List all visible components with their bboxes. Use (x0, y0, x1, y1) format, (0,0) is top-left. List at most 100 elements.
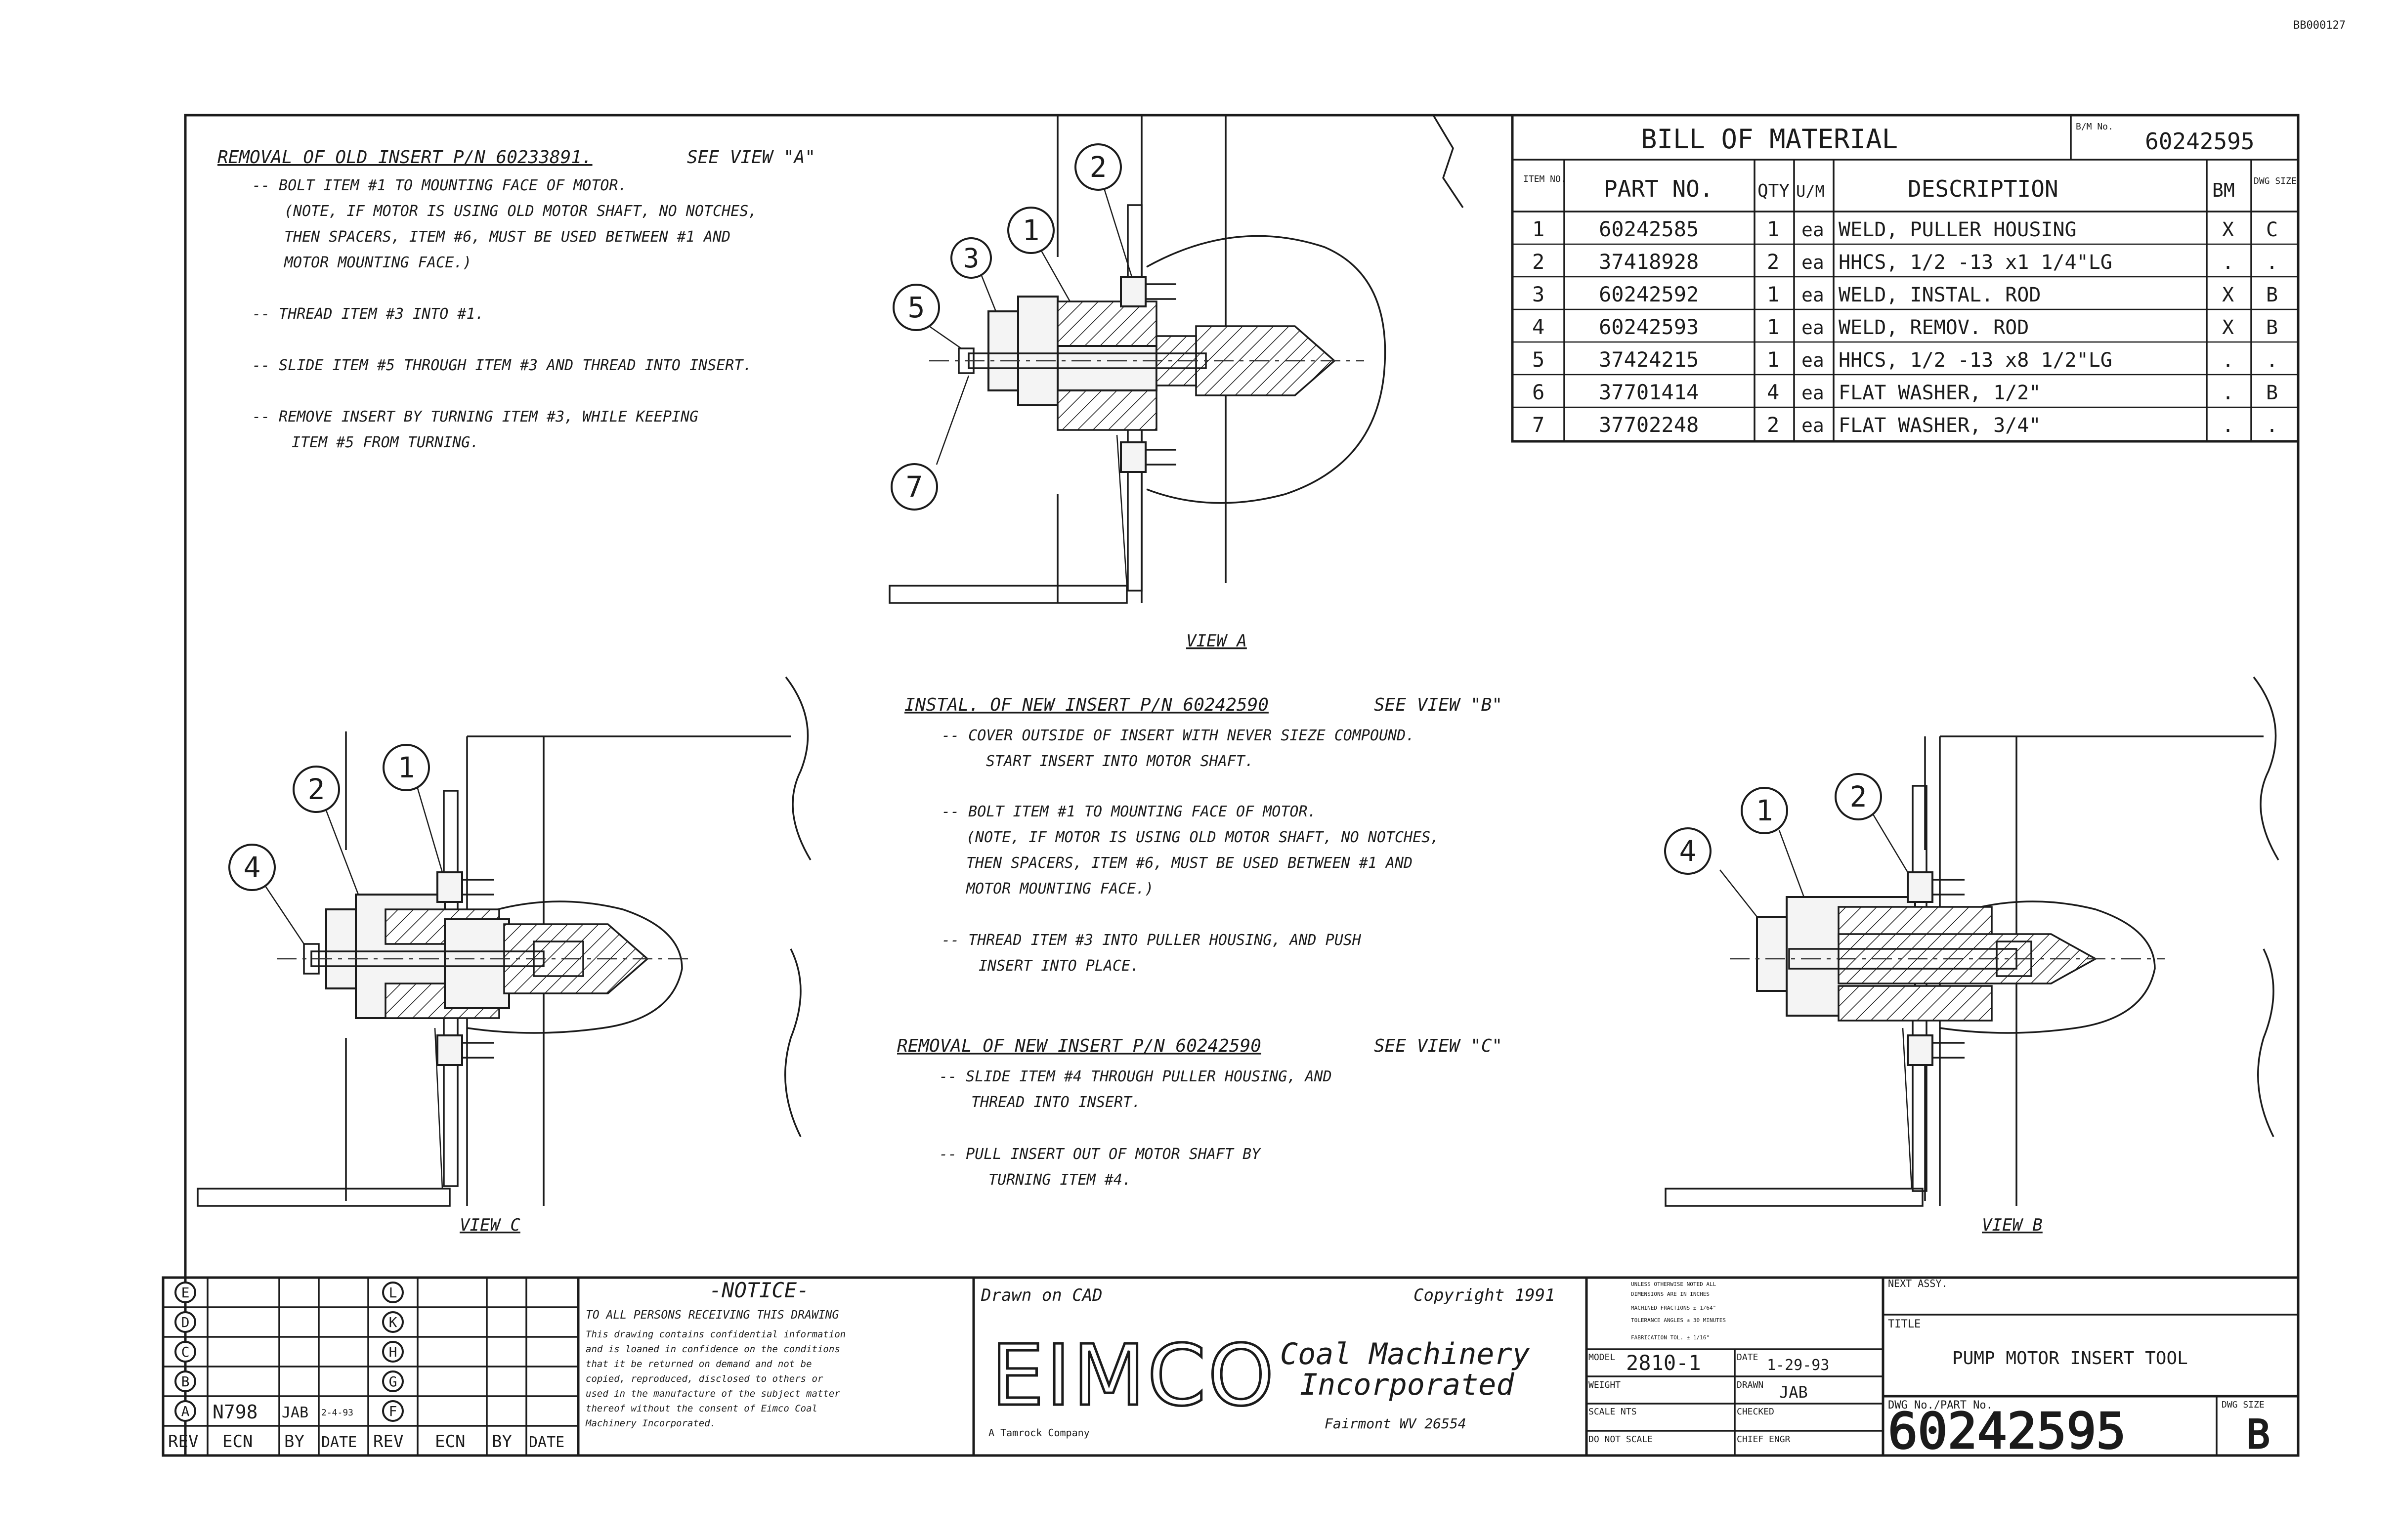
svg-text:thereof without the consent of: thereof without the consent of Eimco Coa… (586, 1403, 817, 1414)
svg-text:X: X (2222, 316, 2234, 339)
svg-text:REV: REV (168, 1432, 198, 1452)
svg-text:X: X (2222, 284, 2234, 306)
bom-header-bm: BM (2212, 179, 2235, 201)
svg-text:START INSERT INTO MOTOR SHAFT.: START INSERT INTO MOTOR SHAFT. (986, 753, 1254, 770)
svg-text:-- THREAD ITEM #3 INTO #1.: -- THREAD ITEM #3 INTO #1. (252, 305, 484, 323)
bom-header-desc: DESCRIPTION (1908, 175, 2058, 202)
title-label: TITLE (1888, 1318, 1921, 1330)
svg-text:Machinery Incorporated.: Machinery Incorporated. (585, 1418, 716, 1429)
svg-text:1: 1 (1767, 217, 1779, 241)
svg-text:A: A (181, 1403, 190, 1419)
drawn-on-cad: Drawn on CAD (981, 1285, 1103, 1305)
svg-text:37418928: 37418928 (1599, 250, 1699, 274)
balloon-label: 1 (1756, 794, 1773, 827)
svg-text:BY: BY (284, 1432, 304, 1452)
svg-text:60242592: 60242592 (1599, 282, 1699, 306)
svg-text:F: F (389, 1403, 397, 1419)
svg-text:K: K (389, 1314, 397, 1330)
svg-text:7: 7 (1532, 413, 1544, 437)
company-name-line2: Incorporated (1300, 1368, 1514, 1402)
bom-row: 7 37702248 2 ea FLAT WASHER, 3/4" . . (1532, 413, 2278, 437)
svg-text:TURNING ITEM #4.: TURNING ITEM #4. (988, 1171, 1131, 1189)
corner-code: BB000127 (2293, 19, 2346, 32)
svg-text:CHECKED: CHECKED (1737, 1407, 1774, 1417)
svg-text:TO ALL PERSONS RECEIVING THIS: TO ALL PERSONS RECEIVING THIS DRAWING (586, 1309, 839, 1322)
notice-title: -NOTICE- (709, 1278, 809, 1302)
bom-row: 3 60242592 1 ea WELD, INSTAL. ROD X B (1532, 282, 2278, 306)
svg-text:2: 2 (1532, 250, 1544, 274)
svg-text:60242593: 60242593 (1599, 315, 1699, 339)
svg-text:DO NOT SCALE: DO NOT SCALE (1588, 1434, 1653, 1445)
view-c: 1 2 4 VIEW C (197, 676, 812, 1235)
svg-text:that it be returned on demand: that it be returned on demand and not be (586, 1359, 812, 1369)
company-location: Fairmont WV 26554 (1325, 1415, 1466, 1432)
revision-block: E D C B A L K H G F N798 JAB 2-4-93 REV … (162, 1276, 580, 1457)
svg-text:THEN SPACERS, ITEM #6, MUST BE: THEN SPACERS, ITEM #6, MUST BE USED BETW… (284, 228, 730, 246)
drawing-title: PUMP MOTOR INSERT TOOL (1952, 1348, 2188, 1369)
svg-text:DATE: DATE (321, 1434, 357, 1451)
dwg-no-label: DWG No./PART No. (1888, 1399, 1993, 1412)
svg-text:5: 5 (1532, 347, 1544, 372)
svg-text:CHIEF ENGR: CHIEF ENGR (1737, 1434, 1791, 1445)
note-see-view-c: SEE VIEW "C" (1374, 1036, 1502, 1056)
svg-text:3: 3 (1532, 282, 1544, 306)
svg-text:E: E (181, 1284, 190, 1301)
view-c-label: VIEW C (460, 1215, 520, 1235)
svg-text:.: . (2222, 414, 2234, 437)
svg-text:WELD, REMOV. ROD: WELD, REMOV. ROD (1839, 316, 2029, 339)
drawing-number: 60242595 (1888, 1402, 2126, 1460)
bom-header-item: ITEM NO. (1523, 174, 1566, 184)
svg-text:.: . (2222, 251, 2234, 274)
svg-text:SCALE NTS: SCALE NTS (1588, 1407, 1637, 1417)
balloon-label: 3 (963, 243, 980, 274)
svg-text:and is loaned in confidence on: and is loaned in confidence on the condi… (586, 1344, 840, 1355)
balloon-label: 2 (1850, 780, 1867, 813)
svg-text:-- THREAD ITEM #3 INTO PULLER: -- THREAD ITEM #3 INTO PULLER HOUSING, A… (942, 932, 1362, 949)
bom-header-part: PART NO. (1604, 175, 1713, 202)
drawing-date: 1-29-93 (1767, 1357, 1829, 1374)
bom-header-qty: QTY (1757, 181, 1790, 201)
svg-text:-- SLIDE ITEM #4 THROUGH PULLE: -- SLIDE ITEM #4 THROUGH PULLER HOUSING,… (939, 1068, 1332, 1085)
svg-text:D: D (181, 1314, 190, 1330)
svg-text:1: 1 (1767, 282, 1779, 306)
notes-removal-old: REMOVAL OF OLD INSERT P/N 60233891. SEE … (217, 147, 815, 451)
bom-row: 2 37418928 2 ea HHCS, 1/2 -13 x1 1/4"LG … (1532, 250, 2278, 274)
svg-text:C: C (181, 1344, 190, 1360)
svg-text:DIMENSIONS ARE IN INCHES: DIMENSIONS ARE IN INCHES (1631, 1291, 1710, 1297)
svg-text:37702248: 37702248 (1599, 413, 1699, 437)
svg-text:B: B (181, 1373, 190, 1390)
svg-text:(NOTE, IF MOTOR IS USING OLD M: (NOTE, IF MOTOR IS USING OLD MOTOR SHAFT… (284, 203, 757, 220)
eimco-logo: EIMCO (991, 1327, 1276, 1425)
svg-text:2: 2 (1767, 250, 1779, 274)
bill-of-material: BILL OF MATERIAL B/M No. 60242595 ITEM N… (1511, 114, 2300, 443)
parent-company: A Tamrock Company (988, 1427, 1090, 1439)
note-heading-removal-new: REMOVAL OF NEW INSERT P/N 60242590 (897, 1036, 1261, 1056)
balloon-label: 7 (906, 470, 923, 504)
svg-text:ea: ea (1801, 415, 1824, 436)
svg-text:.: . (2222, 382, 2234, 404)
svg-text:DATE: DATE (529, 1434, 564, 1451)
svg-text:copied, reproduced, disclosed: copied, reproduced, disclosed to others … (586, 1373, 823, 1384)
svg-text:ITEM #5 FROM TURNING.: ITEM #5 FROM TURNING. (292, 434, 479, 451)
rev-a-by: JAB (282, 1404, 308, 1421)
svg-text:60242585: 60242585 (1599, 217, 1699, 241)
svg-text:THEN SPACERS, ITEM #6, MUST BE: THEN SPACERS, ITEM #6, MUST BE USED BETW… (966, 855, 1413, 872)
dwg-size-label: DWG SIZE (2222, 1400, 2265, 1410)
svg-text:INSERT INTO PLACE.: INSERT INTO PLACE. (979, 957, 1139, 975)
balloon-label: 2 (308, 772, 325, 806)
svg-text:BY: BY (492, 1432, 512, 1452)
svg-text:used in the manufacture of the: used in the manufacture of the subject m… (586, 1388, 840, 1399)
svg-text:ECN: ECN (435, 1432, 465, 1452)
svg-text:WELD, INSTAL. ROD: WELD, INSTAL. ROD (1839, 284, 2041, 306)
notice-block: -NOTICE- TO ALL PERSONS RECEIVING THIS D… (577, 1276, 975, 1457)
svg-text:-- REMOVE INSERT BY TURNING IT: -- REMOVE INSERT BY TURNING ITEM #3, WHI… (252, 408, 698, 426)
svg-text:H: H (389, 1344, 397, 1360)
balloon-label: 2 (1090, 150, 1107, 184)
note-heading-install-new: INSTAL. OF NEW INSERT P/N 60242590 (904, 695, 1269, 715)
notes-removal-new: REMOVAL OF NEW INSERT P/N 60242590 SEE V… (897, 1036, 1502, 1189)
svg-text:FLAT WASHER, 3/4": FLAT WASHER, 3/4" (1839, 414, 2041, 437)
svg-text:G: G (389, 1373, 397, 1390)
svg-text:HHCS, 1/2 -13 x1 1/4"LG: HHCS, 1/2 -13 x1 1/4"LG (1839, 251, 2112, 274)
svg-text:4: 4 (1767, 380, 1779, 404)
bom-row: 5 37424215 1 ea HHCS, 1/2 -13 x8 1/2"LG … (1532, 347, 2278, 372)
